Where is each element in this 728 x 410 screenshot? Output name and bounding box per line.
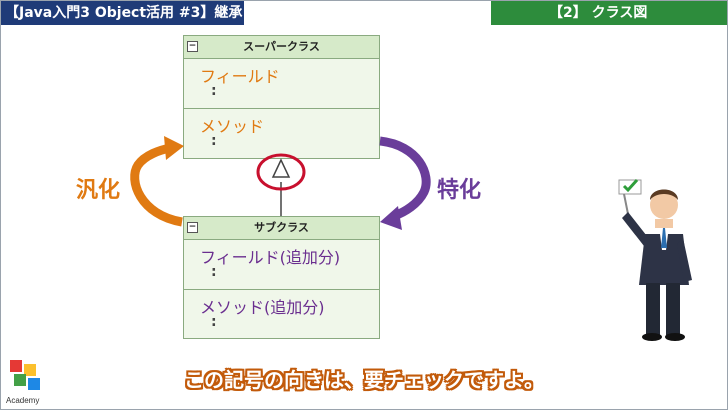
academy-logo-text: Academy <box>6 396 40 405</box>
super-class-header: − スーパークラス <box>184 36 379 59</box>
sub-class-box: − サブクラス フィールド(追加分) : メソッド(追加分) : <box>183 216 380 339</box>
sub-class-methods-label: メソッド(追加分) <box>200 298 325 317</box>
lesson-title: 【Java入門3 Object活用 #3】継承 <box>1 1 244 25</box>
sub-class-methods-dots: : <box>211 314 217 330</box>
super-class-fields-dots: : <box>211 83 217 99</box>
sub-class-name: サブクラス <box>254 221 309 234</box>
check-icon <box>622 178 639 193</box>
super-class-box: − スーパークラス フィールド : メソッド : <box>183 35 380 159</box>
super-class-fields-label: フィールド <box>200 67 280 86</box>
super-class-methods-label: メソッド <box>200 117 265 136</box>
super-class-methods-dots: : <box>211 133 217 149</box>
sub-class-fields-dots: : <box>211 264 217 280</box>
sub-class-methods: メソッド(追加分) : <box>184 290 379 340</box>
sub-class-fields: フィールド(追加分) : <box>184 240 379 290</box>
subtitle-caption: この記号の向きは、要チェックですよ。 <box>184 368 544 392</box>
super-class-methods: メソッド : <box>184 109 379 159</box>
collapse-icon[interactable]: − <box>187 41 198 52</box>
generalization-label: 汎化 <box>76 178 121 203</box>
section-title: 【2】 クラス図 <box>491 1 727 25</box>
specialization-arrow <box>379 136 431 221</box>
super-class-name: スーパークラス <box>243 40 320 53</box>
highlight-circle <box>256 153 306 191</box>
inheritance-triangle <box>271 158 291 178</box>
specialization-label: 特化 <box>437 178 482 203</box>
academy-logo <box>10 360 40 390</box>
generalization-arrowhead <box>164 136 184 160</box>
presenter-figure <box>618 178 692 341</box>
super-class-fields: フィールド : <box>184 59 379 109</box>
generalization-arrow <box>130 143 183 227</box>
specialization-arrowhead <box>380 206 402 230</box>
sub-class-header: − サブクラス <box>184 217 379 240</box>
sub-class-fields-label: フィールド(追加分) <box>200 248 341 267</box>
collapse-icon[interactable]: − <box>187 222 198 233</box>
